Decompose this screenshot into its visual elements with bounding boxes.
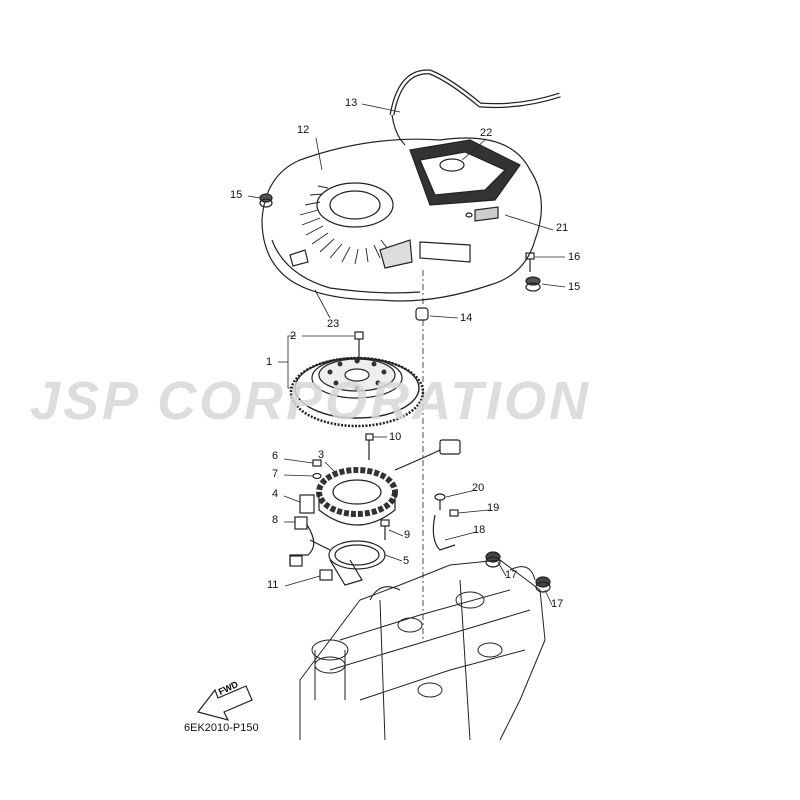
leader-lines xyxy=(247,103,566,606)
callout-9: 9 xyxy=(404,529,411,541)
small-parts-left xyxy=(289,459,333,581)
bolt-9 xyxy=(380,519,390,540)
callout-13: 13 xyxy=(345,97,358,109)
callout-19: 19 xyxy=(487,502,500,514)
callout-15: 15 xyxy=(230,189,243,201)
callout-3: 3 xyxy=(318,449,325,461)
flywheel xyxy=(289,356,425,428)
callout-17b: 17 xyxy=(551,598,564,610)
callout-8: 8 xyxy=(272,514,279,526)
callout-7: 7 xyxy=(272,468,279,480)
callout-18: 18 xyxy=(473,524,486,536)
grommet-15b xyxy=(525,276,541,292)
bolt-10 xyxy=(365,433,374,460)
grommet-17a xyxy=(485,551,501,568)
engine-block xyxy=(299,559,546,741)
bolt-2 xyxy=(354,331,364,362)
callout-4: 4 xyxy=(272,488,279,500)
collar-14 xyxy=(415,307,429,321)
drawing-code: 6EK2010-P150 xyxy=(184,722,259,734)
callout-2: 2 xyxy=(290,330,297,342)
callout-6: 6 xyxy=(272,450,279,462)
connector xyxy=(439,439,461,455)
stator xyxy=(316,467,398,526)
callout-1: 1 xyxy=(266,356,273,368)
pulser-bracket xyxy=(328,540,386,586)
callout-15b: 15 xyxy=(568,281,581,293)
callout-16: 16 xyxy=(568,251,581,263)
stator-wire xyxy=(394,449,441,471)
grommet-15a xyxy=(259,193,273,208)
callout-11: 11 xyxy=(267,579,279,591)
callout-12: 12 xyxy=(297,124,310,136)
callout-22: 22 xyxy=(480,127,493,139)
callout-21: 21 xyxy=(556,222,569,234)
callout-10: 10 xyxy=(389,431,402,443)
belt-part xyxy=(389,69,561,146)
callout-20: 20 xyxy=(472,482,485,494)
grommet-17b xyxy=(535,576,551,593)
callout-5: 5 xyxy=(403,555,410,567)
callout-17: 17 xyxy=(505,569,518,581)
fwd-arrow-icon xyxy=(196,685,253,721)
watermark: JSP CORPORATION xyxy=(30,371,592,431)
flywheel-cover xyxy=(261,137,543,302)
callout-14: 14 xyxy=(460,312,473,324)
callout-23: 23 xyxy=(327,318,340,330)
bolt-16 xyxy=(525,252,535,272)
small-parts-right xyxy=(432,493,459,551)
